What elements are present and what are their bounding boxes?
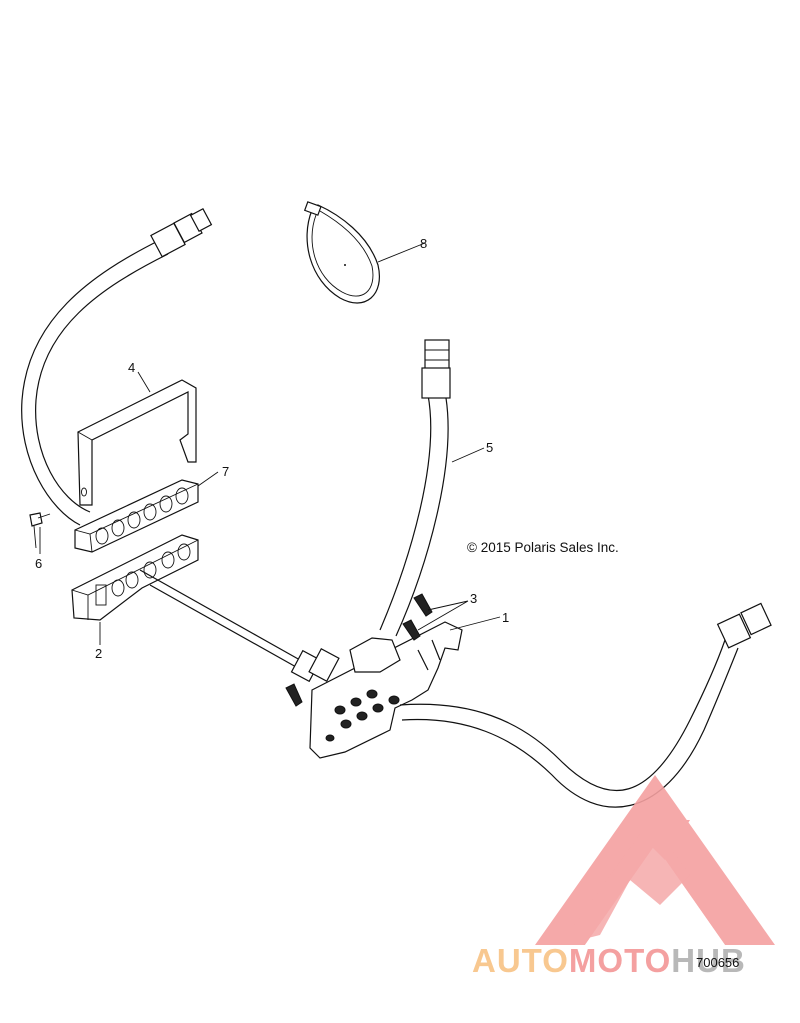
grommet-block-part-7 <box>74 479 199 553</box>
copyright-text: © 2015 Polaris Sales Inc. <box>467 540 619 555</box>
hose-upper-left <box>21 207 213 526</box>
watermark-logo <box>535 775 775 945</box>
hose-right <box>399 602 772 808</box>
bracket-part-4 <box>77 379 197 506</box>
callout-6: 6 <box>35 556 42 571</box>
watermark-text: AUTOMOTOHUB <box>472 942 746 979</box>
junction-block-part-1 <box>309 621 463 759</box>
callout-7: 7 <box>222 464 229 479</box>
leader-lines <box>39 242 501 645</box>
callout-3: 3 <box>470 591 477 606</box>
drawing-number: 700656 <box>696 955 739 970</box>
tie-strap-part-8 <box>303 201 380 304</box>
callout-8: 8 <box>420 236 427 251</box>
bolt-part-6 <box>29 512 51 549</box>
screws-part-3 <box>285 593 433 707</box>
watermark-word-2: MOTO <box>569 942 671 979</box>
hose-lower-left <box>139 569 340 683</box>
callout-1: 1 <box>502 610 509 625</box>
hose-part-5 <box>379 339 451 637</box>
watermark-word-3: HUB <box>671 942 746 979</box>
callout-4: 4 <box>128 360 135 375</box>
callout-5: 5 <box>486 440 493 455</box>
watermark-word-1: AUTO <box>472 942 569 979</box>
callout-2: 2 <box>95 646 102 661</box>
grommet-block-part-2 <box>71 534 199 621</box>
